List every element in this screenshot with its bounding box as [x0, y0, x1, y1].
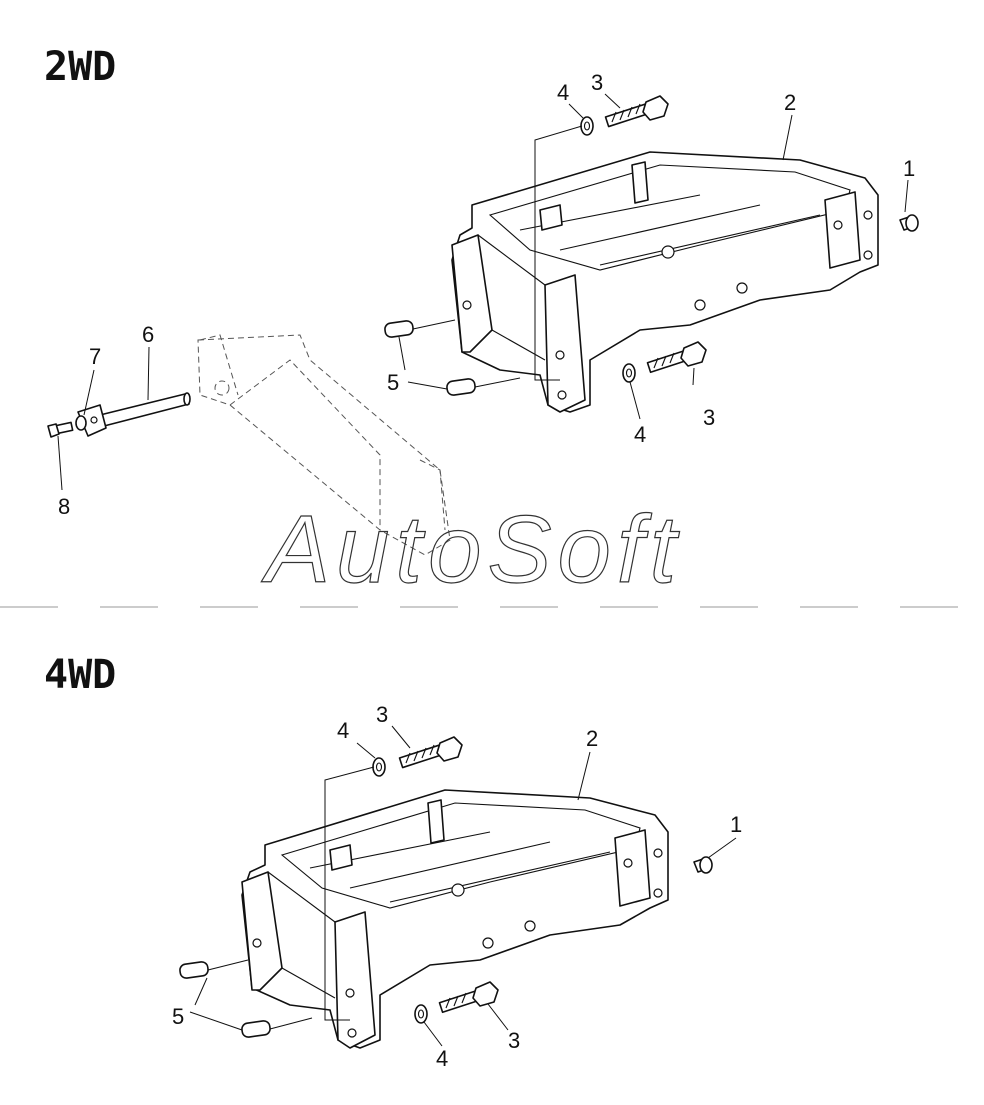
- callout-1-4wd: 1: [730, 812, 742, 837]
- section-title-4wd: 4WD: [44, 652, 116, 698]
- leader-lines-2wd: [57, 93, 909, 491]
- watermark: AutoSoft: [261, 496, 682, 603]
- callout-4-lower-4wd: 4: [436, 1046, 448, 1071]
- washer-lower-2wd: [622, 363, 636, 383]
- dowel-pin-upper-2wd: [384, 320, 414, 338]
- callout-4-lower-2wd: 4: [634, 422, 646, 447]
- washer-upper-4wd: [372, 757, 386, 777]
- plug-2wd: [899, 214, 919, 232]
- front-support-casting-2wd: [451, 151, 879, 413]
- plug-4wd: [693, 856, 713, 874]
- washer-upper-2wd: [580, 116, 594, 136]
- callouts-2wd: 1 2 3 3 4 4 5 5 6 7 8: [58, 70, 915, 519]
- callout-4-upper-4wd: 4: [337, 718, 349, 743]
- bolt-lower-2wd: [646, 341, 707, 374]
- callout-2-2wd: 2: [784, 90, 796, 115]
- axle-bracket-ghost-2wd: [197, 334, 451, 556]
- callout-8-2wd: 8: [58, 494, 70, 519]
- bolt-upper-2wd: [604, 95, 669, 128]
- callout-4-upper-2wd: 4: [557, 80, 569, 105]
- leader-lines-4wd: [189, 725, 737, 1047]
- section-title-2wd: 2WD: [44, 44, 116, 90]
- pivot-pin-2wd: [77, 392, 191, 437]
- callout-1-2wd: 1: [903, 156, 915, 181]
- callout-3-upper-4wd: 3: [376, 702, 388, 727]
- callout-5-4wd: 5: [172, 1004, 184, 1029]
- callout-3-lower-2wd: 3: [703, 405, 715, 430]
- dowel-pin-upper-4wd: [179, 961, 209, 979]
- callout-3-upper-2wd: 3: [591, 70, 603, 95]
- front-support-casting-4wd: [241, 789, 669, 1049]
- dowel-pin-lower-2wd: [446, 378, 476, 396]
- section-2wd: 2WD: [44, 44, 919, 556]
- washer-lower-4wd: [414, 1004, 428, 1024]
- lock-washer-2wd: [75, 415, 87, 431]
- bolt-lower-4wd: [438, 981, 499, 1014]
- callouts-4wd: 1 2 3 3 4 4 5 5: [172, 702, 742, 1071]
- callout-3-lower-4wd: 3: [508, 1028, 520, 1053]
- callout-5-2wd: 5: [387, 370, 399, 395]
- callout-6-2wd: 6: [142, 322, 154, 347]
- bolt-upper-4wd: [398, 736, 463, 769]
- dowel-pin-lower-4wd: [241, 1020, 271, 1038]
- section-4wd: 4WD: [44, 652, 742, 1071]
- callout-7-2wd: 7: [89, 344, 101, 369]
- callout-2-4wd: 2: [586, 726, 598, 751]
- lock-bolt-2wd: [47, 421, 74, 438]
